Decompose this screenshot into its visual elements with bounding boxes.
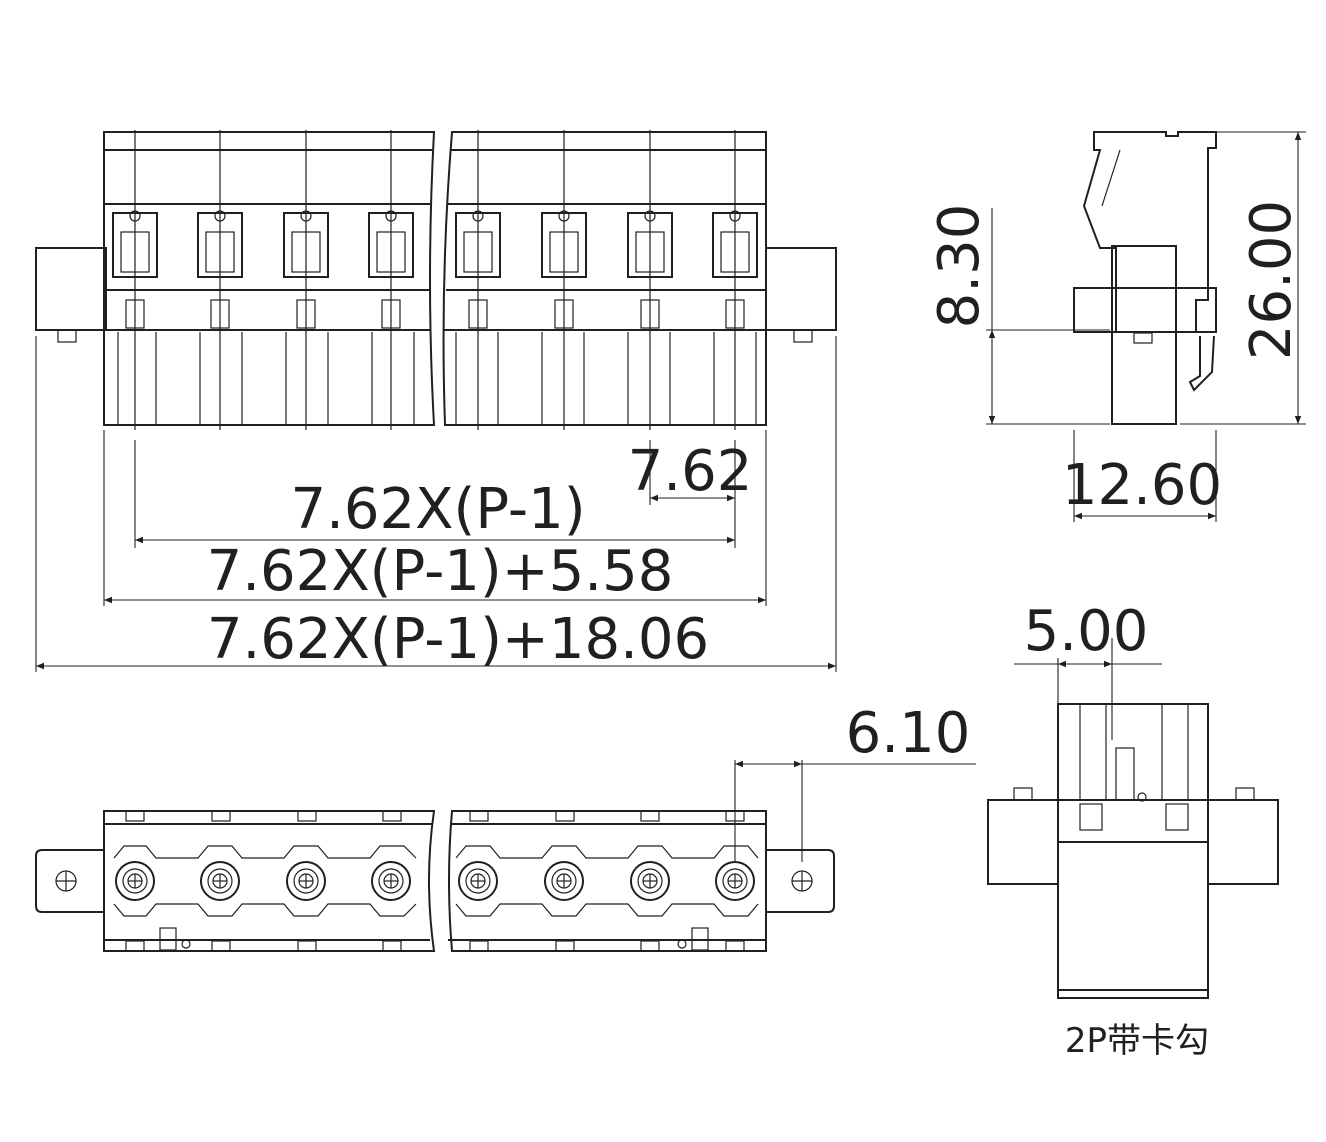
top-view: 6.10 [35,701,976,952]
plug-grooves [117,332,757,425]
side-width-label: 5.00 [1024,599,1149,664]
screw-heads [115,861,755,901]
depth-label: 12.60 [1062,453,1222,518]
caption: 2P带卡勾 [1065,1021,1209,1061]
side-view: 26.00 8.30 12.60 [927,131,1306,522]
front-view: 7.62 7.62X(P-1) 7.62X(P-1)+5.58 7.62X(P-… [35,130,837,672]
two-pole-view: 5.00 2P带卡勾 [987,599,1279,1061]
height-lower-label: 8.30 [927,204,992,329]
wire-entries [112,130,758,430]
height-total-label: 26.00 [1239,200,1304,360]
pitch-span-label: 7.62X(P-1) [290,477,585,542]
total-length-label: 7.62X(P-1)+18.06 [207,607,709,672]
body-length-label: 7.62X(P-1)+5.58 [207,539,674,604]
flange-offset-label: 6.10 [846,701,971,766]
pitch-label: 7.62 [628,439,753,504]
